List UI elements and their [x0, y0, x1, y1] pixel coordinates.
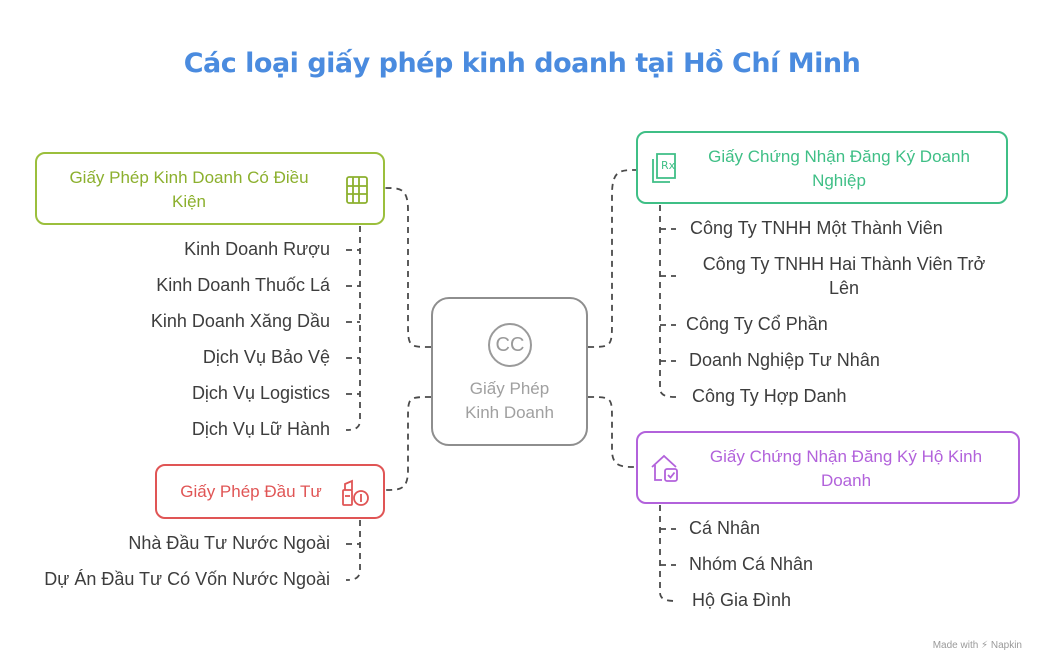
leaf-conditional-3: Kinh Doanh Xăng Dầu: [150, 311, 330, 331]
enterprise-label-line1: Giấy Chứng Nhận Đăng Ký Doanh: [708, 147, 970, 166]
svg-text:Rx: Rx: [661, 159, 676, 172]
node-household-registration[interactable]: Giấy Chứng Nhận Đăng Ký Hộ Kinh Doanh: [636, 431, 1020, 504]
node-enterprise-registration-label: Giấy Chứng Nhận Đăng Ký Doanh Nghiệp: [684, 145, 994, 193]
central-node-label: Giấy Phép Kinh Doanh: [433, 377, 586, 425]
investment-icon: [340, 478, 372, 515]
leaf-conditional-1: Kinh Doanh Rượu: [184, 239, 330, 259]
napkin-watermark: Made with ⚡ Napkin: [932, 640, 1022, 651]
household-label-line2: Doanh: [820, 471, 872, 490]
leaf-household-1: Cá Nhân: [689, 518, 761, 538]
central-node-label-line1: Giấy Phép: [469, 379, 550, 398]
leaf-household-2: Nhóm Cá Nhân: [689, 554, 814, 574]
leaf-conditional-4: Dịch Vụ Bảo Vệ: [202, 347, 330, 367]
house-check-icon: [648, 451, 682, 492]
leaf-conditional-6: Dịch Vụ Lữ Hành: [191, 419, 330, 439]
leaf-enterprise-3: Công Ty Cổ Phần: [686, 314, 828, 334]
central-node-label-line2: Kinh Doanh: [465, 403, 554, 422]
leaf-investment-2: Dự Án Đầu Tư Có Vốn Nước Ngoài: [44, 569, 330, 589]
leaf-enterprise-5: Công Ty Hợp Danh: [692, 386, 847, 406]
leaf-investment-1: Nhà Đầu Tư Nước Ngoài: [128, 533, 330, 553]
household-label-line1: Giấy Chứng Nhận Đăng Ký Hộ Kinh: [709, 447, 983, 466]
node-conditional-license[interactable]: Giấy Phép Kinh Doanh Có Điều Kiện: [35, 152, 385, 225]
leaf-conditional-5: Dịch Vụ Logistics: [191, 383, 330, 403]
document-icon: [343, 174, 371, 213]
leaf-conditional-2: Kinh Doanh Thuốc Lá: [156, 275, 330, 295]
leaf-enterprise-2-line2: Lên: [828, 278, 860, 298]
leaf-enterprise-1: Công Ty TNHH Một Thành Viên: [690, 218, 943, 238]
central-node[interactable]: CC Giấy Phép Kinh Doanh: [431, 297, 588, 446]
leaf-household-3: Hộ Gia Đình: [692, 590, 792, 610]
enterprise-label-line2: Nghiệp: [812, 171, 866, 190]
node-investment-license-label: Giấy Phép Đầu Tư: [180, 482, 322, 501]
node-conditional-license-label: Giấy Phép Kinh Doanh Có Điều Kiện: [49, 166, 329, 214]
node-investment-license[interactable]: Giấy Phép Đầu Tư: [155, 464, 385, 519]
leaf-enterprise-2: Công Ty TNHH Hai Thành Viên Trở Lên: [686, 252, 1002, 300]
node-household-registration-label: Giấy Chứng Nhận Đăng Ký Hộ Kinh Doanh: [686, 445, 1006, 493]
diagram-title: Các loại giấy phép kinh doanh tại Hồ Chí…: [183, 48, 861, 79]
leaf-enterprise-4: Doanh Nghiệp Tư Nhân: [689, 350, 880, 370]
prescription-icon: Rx: [650, 151, 680, 192]
cc-icon: CC: [488, 323, 532, 367]
conditional-label-line2: Kiện: [171, 192, 207, 211]
conditional-label-line1: Giấy Phép Kinh Doanh Có Điều: [69, 168, 309, 187]
leaf-enterprise-2-line1: Công Ty TNHH Hai Thành Viên Trở: [702, 254, 986, 274]
node-enterprise-registration[interactable]: Rx Giấy Chứng Nhận Đăng Ký Doanh Nghiệp: [636, 131, 1008, 204]
